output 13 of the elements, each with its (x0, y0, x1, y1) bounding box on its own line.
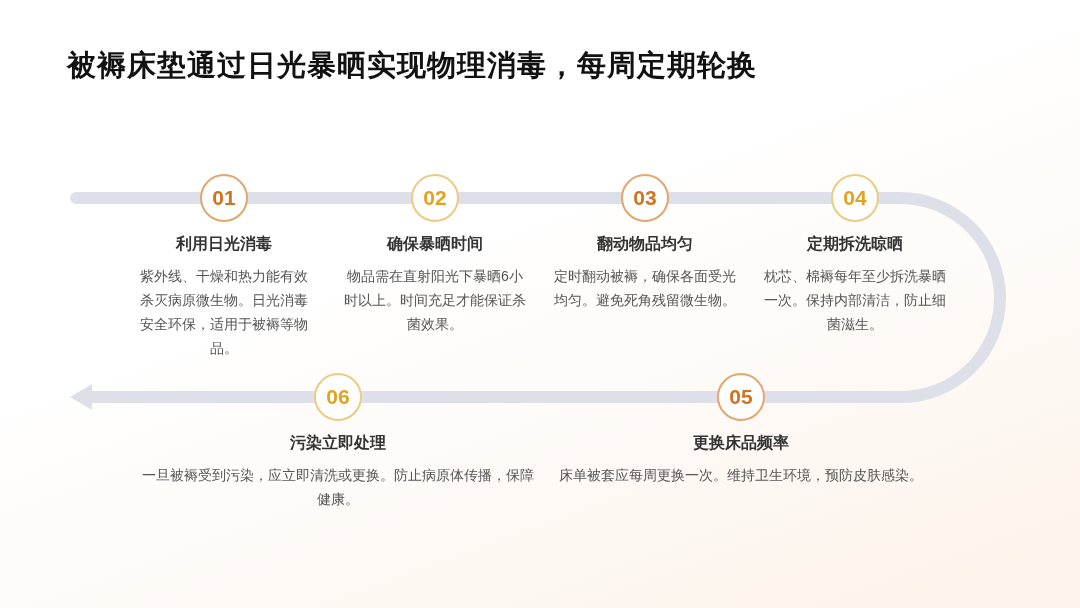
step-description: 一旦被褥受到污染，应立即清洗或更换。防止病原体传播，保障健康。 (141, 466, 535, 509)
step-title: 定期拆洗晾晒 (806, 234, 904, 254)
step-description: 定时翻动被褥，确保各面受光均匀。避免死角残留微生物。 (553, 267, 737, 310)
step-title: 污染立即处理 (289, 433, 387, 453)
step-title: 确保暴晒时间 (386, 234, 484, 254)
step-title: 更换床品频率 (692, 433, 790, 453)
step-description: 紫外线、干燥和热力能有效杀灭病原微生物。日光消毒安全环保，适用于被褥等物品。 (139, 267, 309, 358)
step-description: 枕芯、棉褥每年至少拆洗暴晒一次。保持内部清洁，防止细菌滋生。 (763, 267, 947, 334)
step-description: 床单被套应每周更换一次。维持卫生环境，预防皮肤感染。 (558, 466, 924, 485)
step-description: 物品需在直射阳光下暴晒6小时以上。时间充足才能保证杀菌效果。 (343, 267, 527, 334)
title: 被褥床垫通过日光暴晒实现物理消毒，每周定期轮换 (67, 48, 757, 83)
step-title: 翻动物品均匀 (596, 234, 694, 254)
step-title: 利用日光消毒 (174, 234, 273, 254)
